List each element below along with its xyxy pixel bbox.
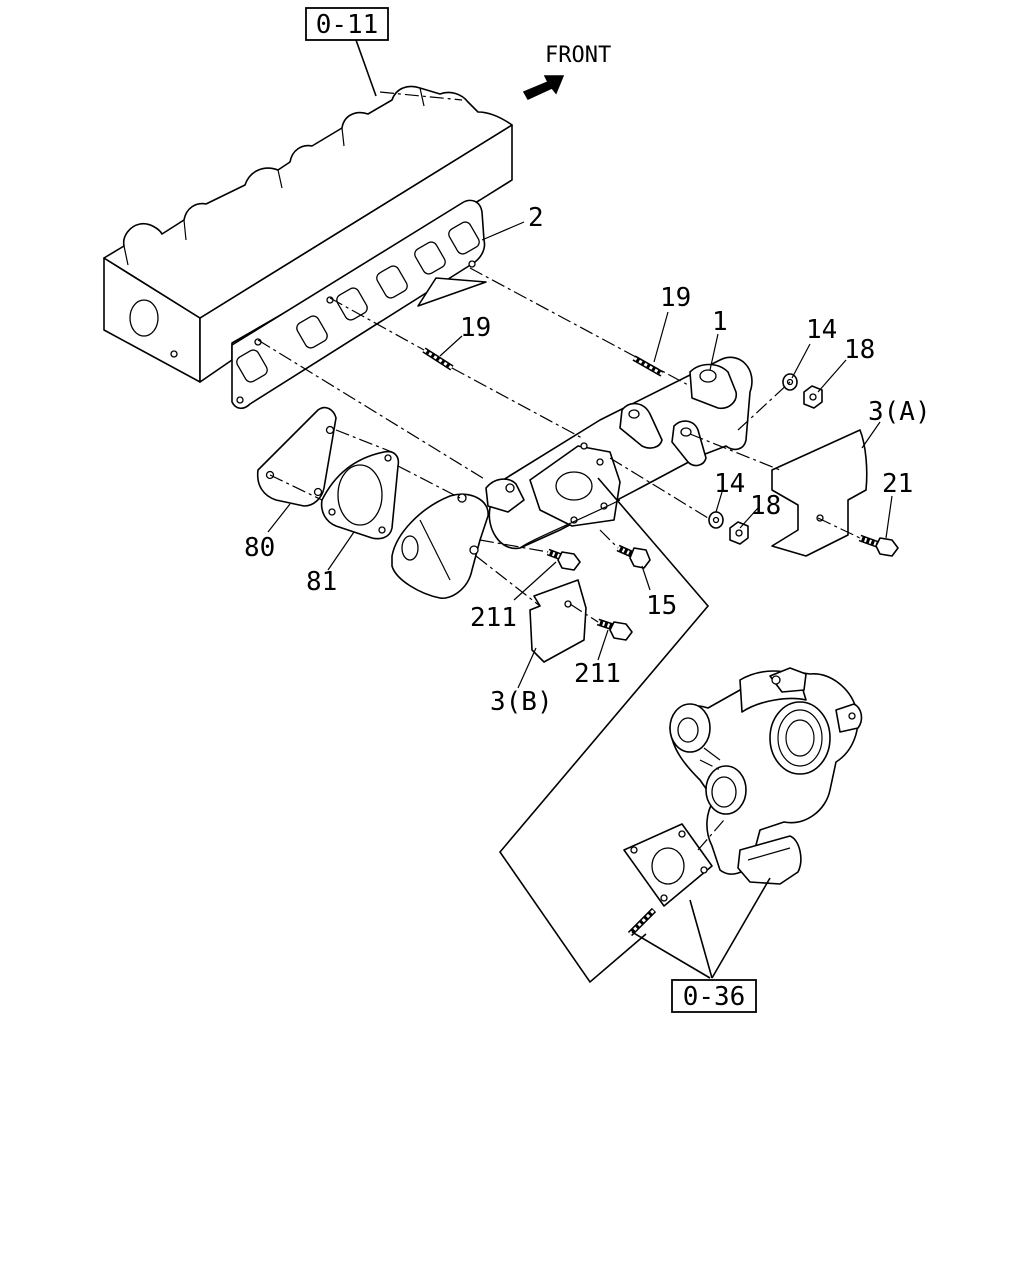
reference-box-0-11[interactable]: 0-11 [305,7,389,41]
turbo-gasket[interactable] [623,823,713,907]
callout-labels: 2 19 1 19 14 18 3(A) 14 18 21 80 81 211 … [244,203,931,717]
manifold-gasket[interactable] [231,199,487,410]
reference-label-0-11: 0-11 [316,10,379,40]
callout-19-upper[interactable]: 19 [660,283,691,313]
callout-211-upper[interactable]: 211 [470,603,517,633]
front-label: FRONT [545,43,611,68]
reference-label-0-36: 0-36 [683,982,746,1012]
callout-2[interactable]: 2 [528,203,544,233]
cylinder-head [103,85,513,383]
callout-3a[interactable]: 3(A) [868,397,931,427]
washer-14-lower[interactable] [708,511,724,529]
manifold-outlet-elbow[interactable] [391,493,489,599]
bolt-21[interactable] [858,534,899,557]
heat-shield-b[interactable] [529,579,587,663]
nut-18-lower[interactable] [729,521,749,545]
bolt-15[interactable] [616,544,651,569]
assembly-guide-lines [257,267,861,851]
callout-81[interactable]: 81 [306,567,337,597]
head-port [129,299,159,337]
callout-18-upper[interactable]: 18 [844,335,875,365]
callout-14-lower[interactable]: 14 [714,469,745,499]
callout-19-lower[interactable]: 19 [460,313,491,343]
reference-box-0-36[interactable]: 0-36 [671,979,757,1013]
callout-1[interactable]: 1 [712,307,728,337]
callout-211-lower[interactable]: 211 [574,659,621,689]
callout-14-upper[interactable]: 14 [806,315,837,345]
bolt-211-upper[interactable] [546,548,581,571]
callout-3b[interactable]: 3(B) [490,687,553,717]
nut-18-upper[interactable] [803,385,823,409]
bolt-211-lower[interactable] [596,618,633,641]
connection-lines-0-36 [498,477,771,984]
front-arrow-icon [522,75,565,100]
callout-leaders [267,221,893,689]
callout-18-lower[interactable]: 18 [750,491,781,521]
stud-19-left[interactable] [422,347,454,371]
turbo-stud[interactable] [627,907,657,937]
exhaust-manifold[interactable] [485,356,753,550]
leader-0-11 [355,39,377,97]
outlet-gasket[interactable] [320,450,400,540]
turbocharger[interactable] [669,667,863,885]
heat-shield-a[interactable] [771,429,868,557]
callout-80[interactable]: 80 [244,533,275,563]
callout-21[interactable]: 21 [882,469,913,499]
stud-19-right[interactable] [632,355,664,377]
cover-plate[interactable] [256,406,337,507]
callout-15[interactable]: 15 [646,591,677,621]
